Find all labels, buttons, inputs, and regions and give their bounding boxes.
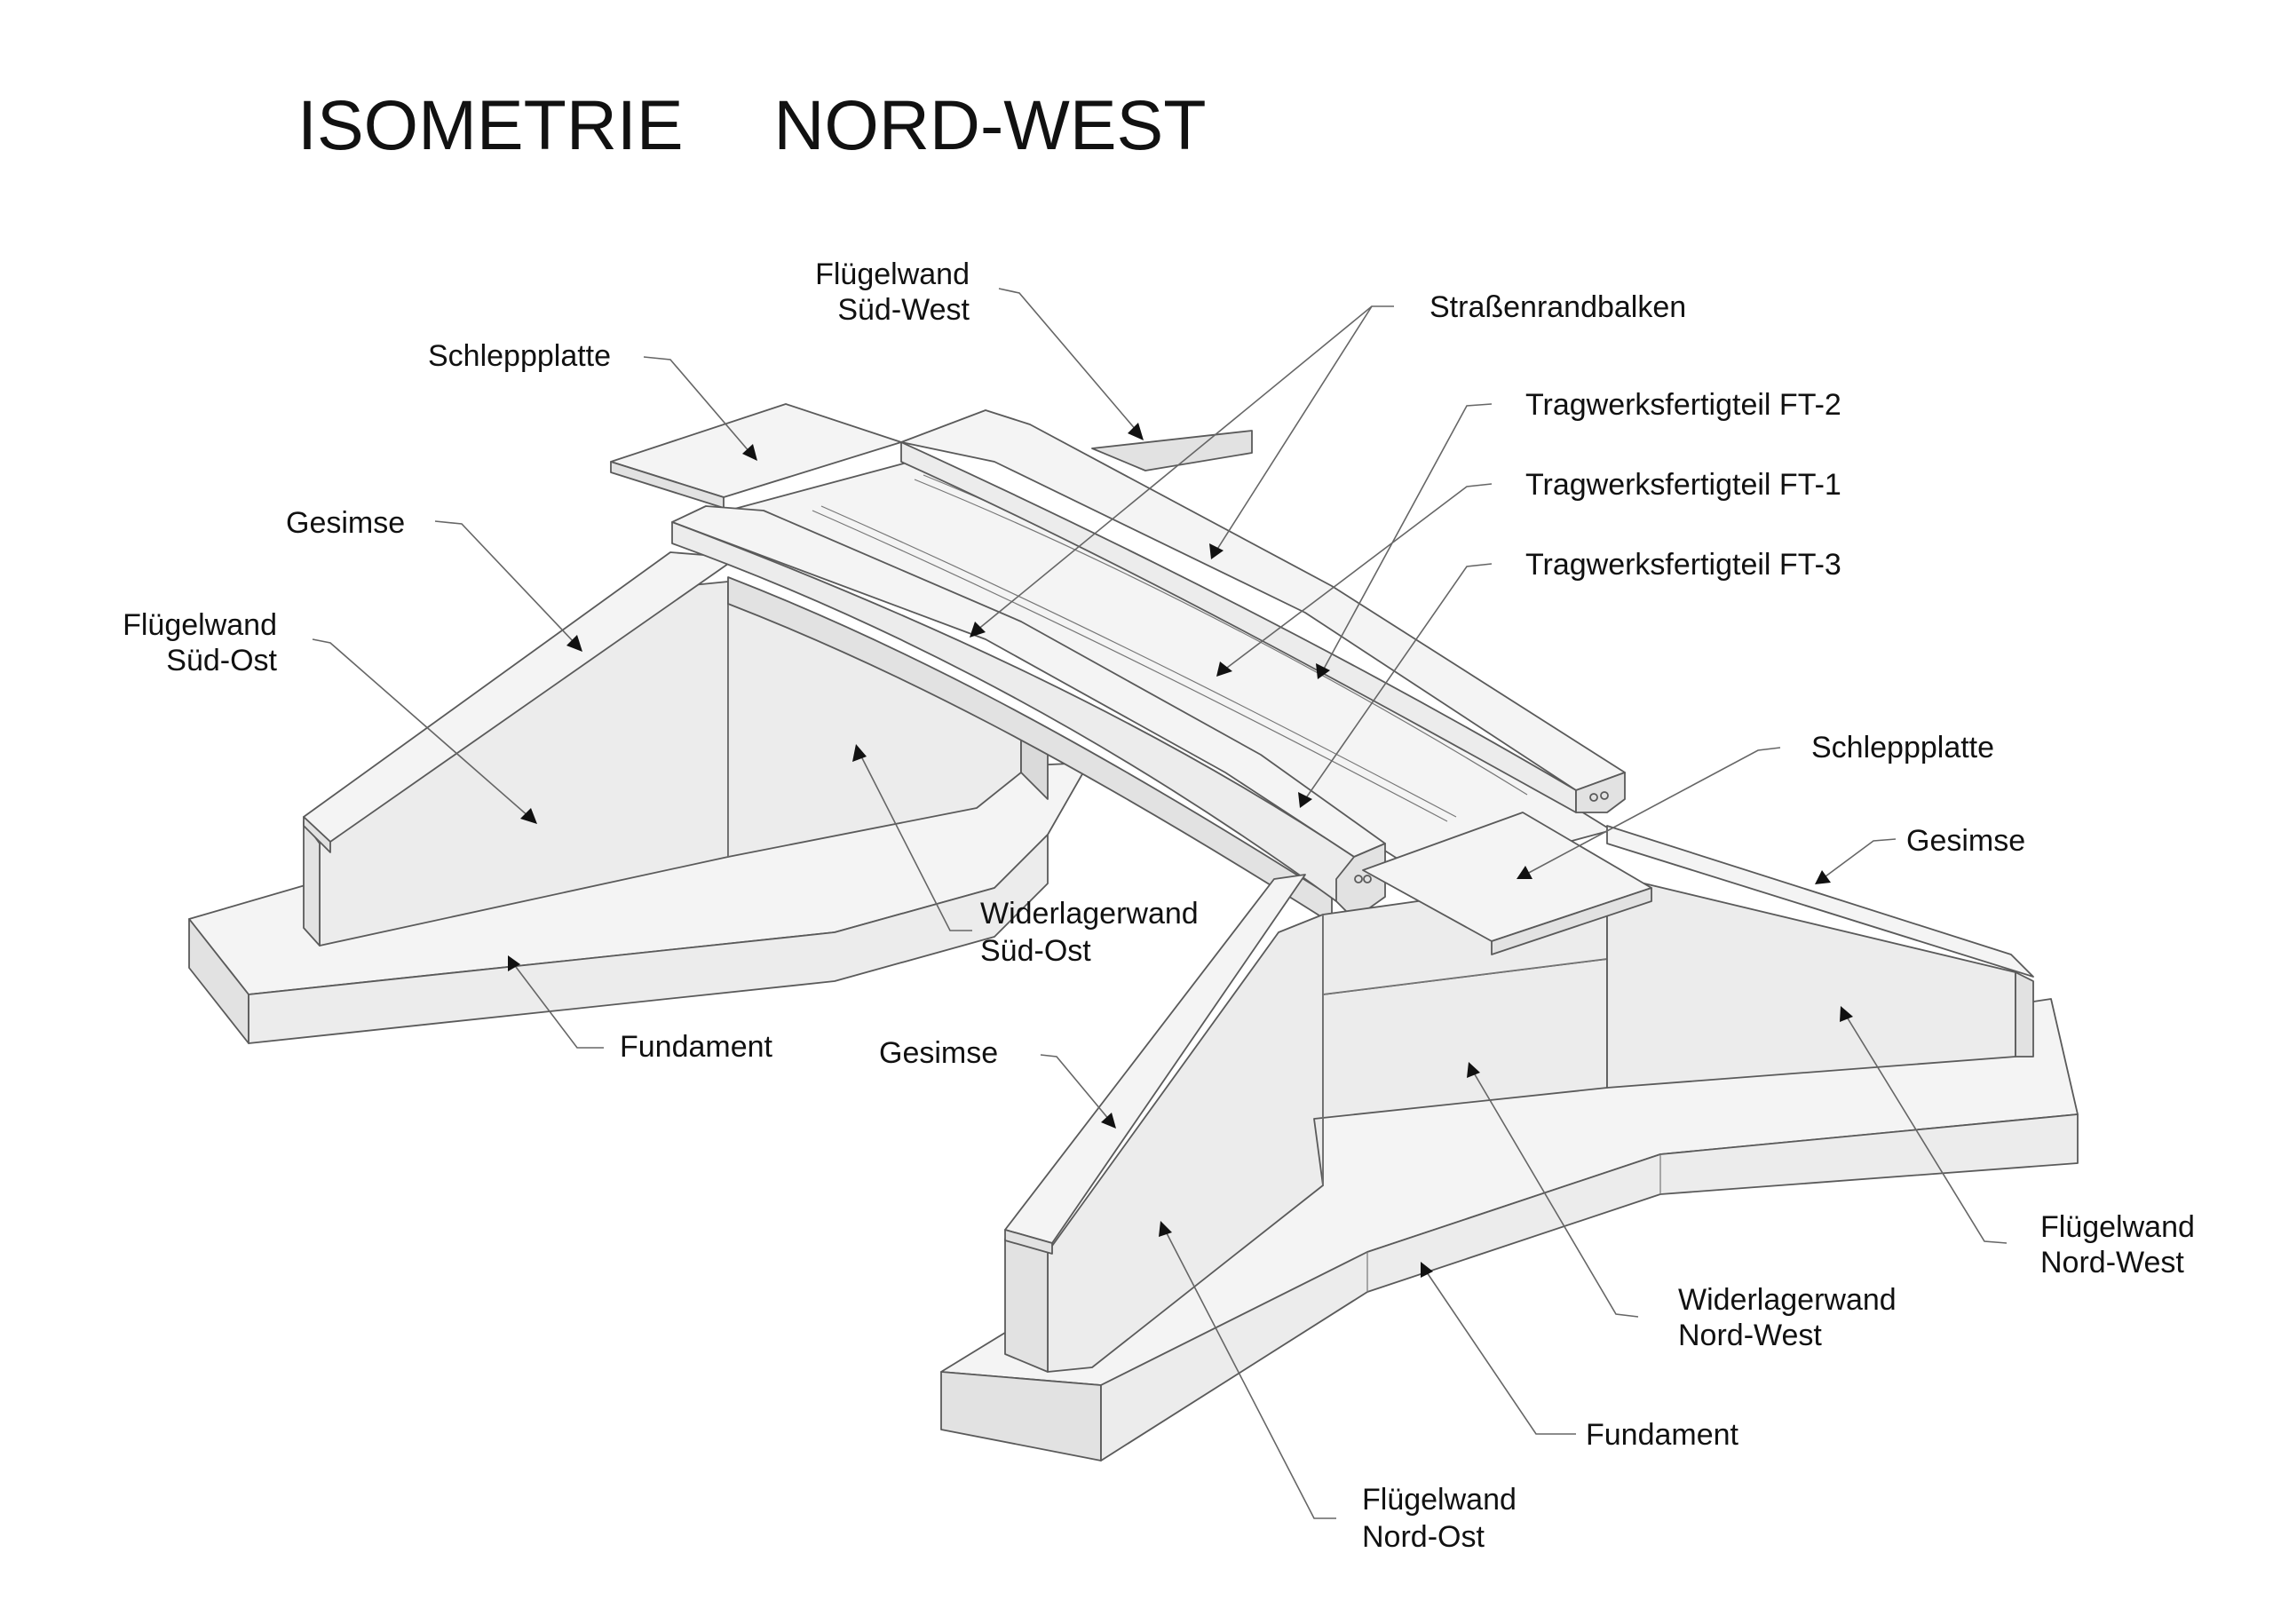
drawing-title: ISOMETRIE NORD-WEST <box>297 85 1207 164</box>
label-tragwerk-ft3: Tragwerksfertigteil FT-3 <box>1525 548 1841 582</box>
label-widerlagerwand-nord-west-2: Nord-West <box>1678 1319 1822 1352</box>
leader-lines <box>312 288 2008 1519</box>
label-fluegelwand-sued-ost-2: Süd-Ost <box>166 644 277 677</box>
gesimse-right-top <box>1606 825 2034 978</box>
label-fluegelwand-sued-west-1: Flügelwand <box>815 257 970 291</box>
fluegelwand-nord-ost-end <box>1004 1238 1049 1373</box>
strassenrandbalken-near-top <box>671 505 1386 858</box>
abutment-nord-west <box>940 812 2079 1462</box>
fundament-left-side <box>248 834 1049 1044</box>
label-gesimse-left: Gesimse <box>286 506 405 540</box>
fluegelwand-nord-west-end <box>2015 971 2034 1058</box>
label-fluegelwand-nord-west-2: Nord-West <box>2040 1246 2184 1279</box>
schleppplatte-right-edge <box>1491 887 1652 955</box>
label-gesimse-bottom: Gesimse <box>879 1036 998 1070</box>
labels: Flügelwand Süd-West Straßenrandbalken Sc… <box>123 257 2195 1554</box>
label-schleppplatte-right: Schleppplatte <box>1811 731 1994 764</box>
gesimse-bottom-side <box>1004 1229 1053 1255</box>
label-fundament-right: Fundament <box>1586 1418 1739 1452</box>
bridge-deck <box>671 409 1626 924</box>
abutment-sued-ost <box>188 403 1084 1044</box>
label-fluegelwand-sued-west-2: Süd-West <box>837 293 970 327</box>
label-fluegelwand-sued-ost-1: Flügelwand <box>123 608 277 642</box>
label-tragwerk-ft1: Tragwerksfertigteil FT-1 <box>1525 468 1841 502</box>
label-strassenrandbalken: Straßenrandbalken <box>1430 290 1686 324</box>
label-schleppplatte-left: Schleppplatte <box>428 339 611 373</box>
label-fluegelwand-nord-ost-1: Flügelwand <box>1362 1483 1517 1517</box>
label-widerlagerwand-sued-ost-1: Widerlagerwand <box>980 897 1199 931</box>
fundament-right-side <box>1100 1113 2079 1462</box>
label-widerlagerwand-sued-ost-2: Süd-Ost <box>980 934 1091 968</box>
label-gesimse-right: Gesimse <box>1906 824 2025 858</box>
label-widerlagerwand-nord-west-1: Widerlagerwand <box>1678 1283 1897 1317</box>
label-fluegelwand-nord-west-1: Flügelwand <box>2040 1210 2195 1244</box>
label-tragwerk-ft2: Tragwerksfertigteil FT-2 <box>1525 388 1841 422</box>
label-fundament-left: Fundament <box>620 1030 773 1064</box>
fundament-right-front <box>940 1371 1102 1462</box>
label-fluegelwand-nord-ost-2: Nord-Ost <box>1362 1520 1485 1554</box>
gesimse-left-side <box>303 816 331 853</box>
